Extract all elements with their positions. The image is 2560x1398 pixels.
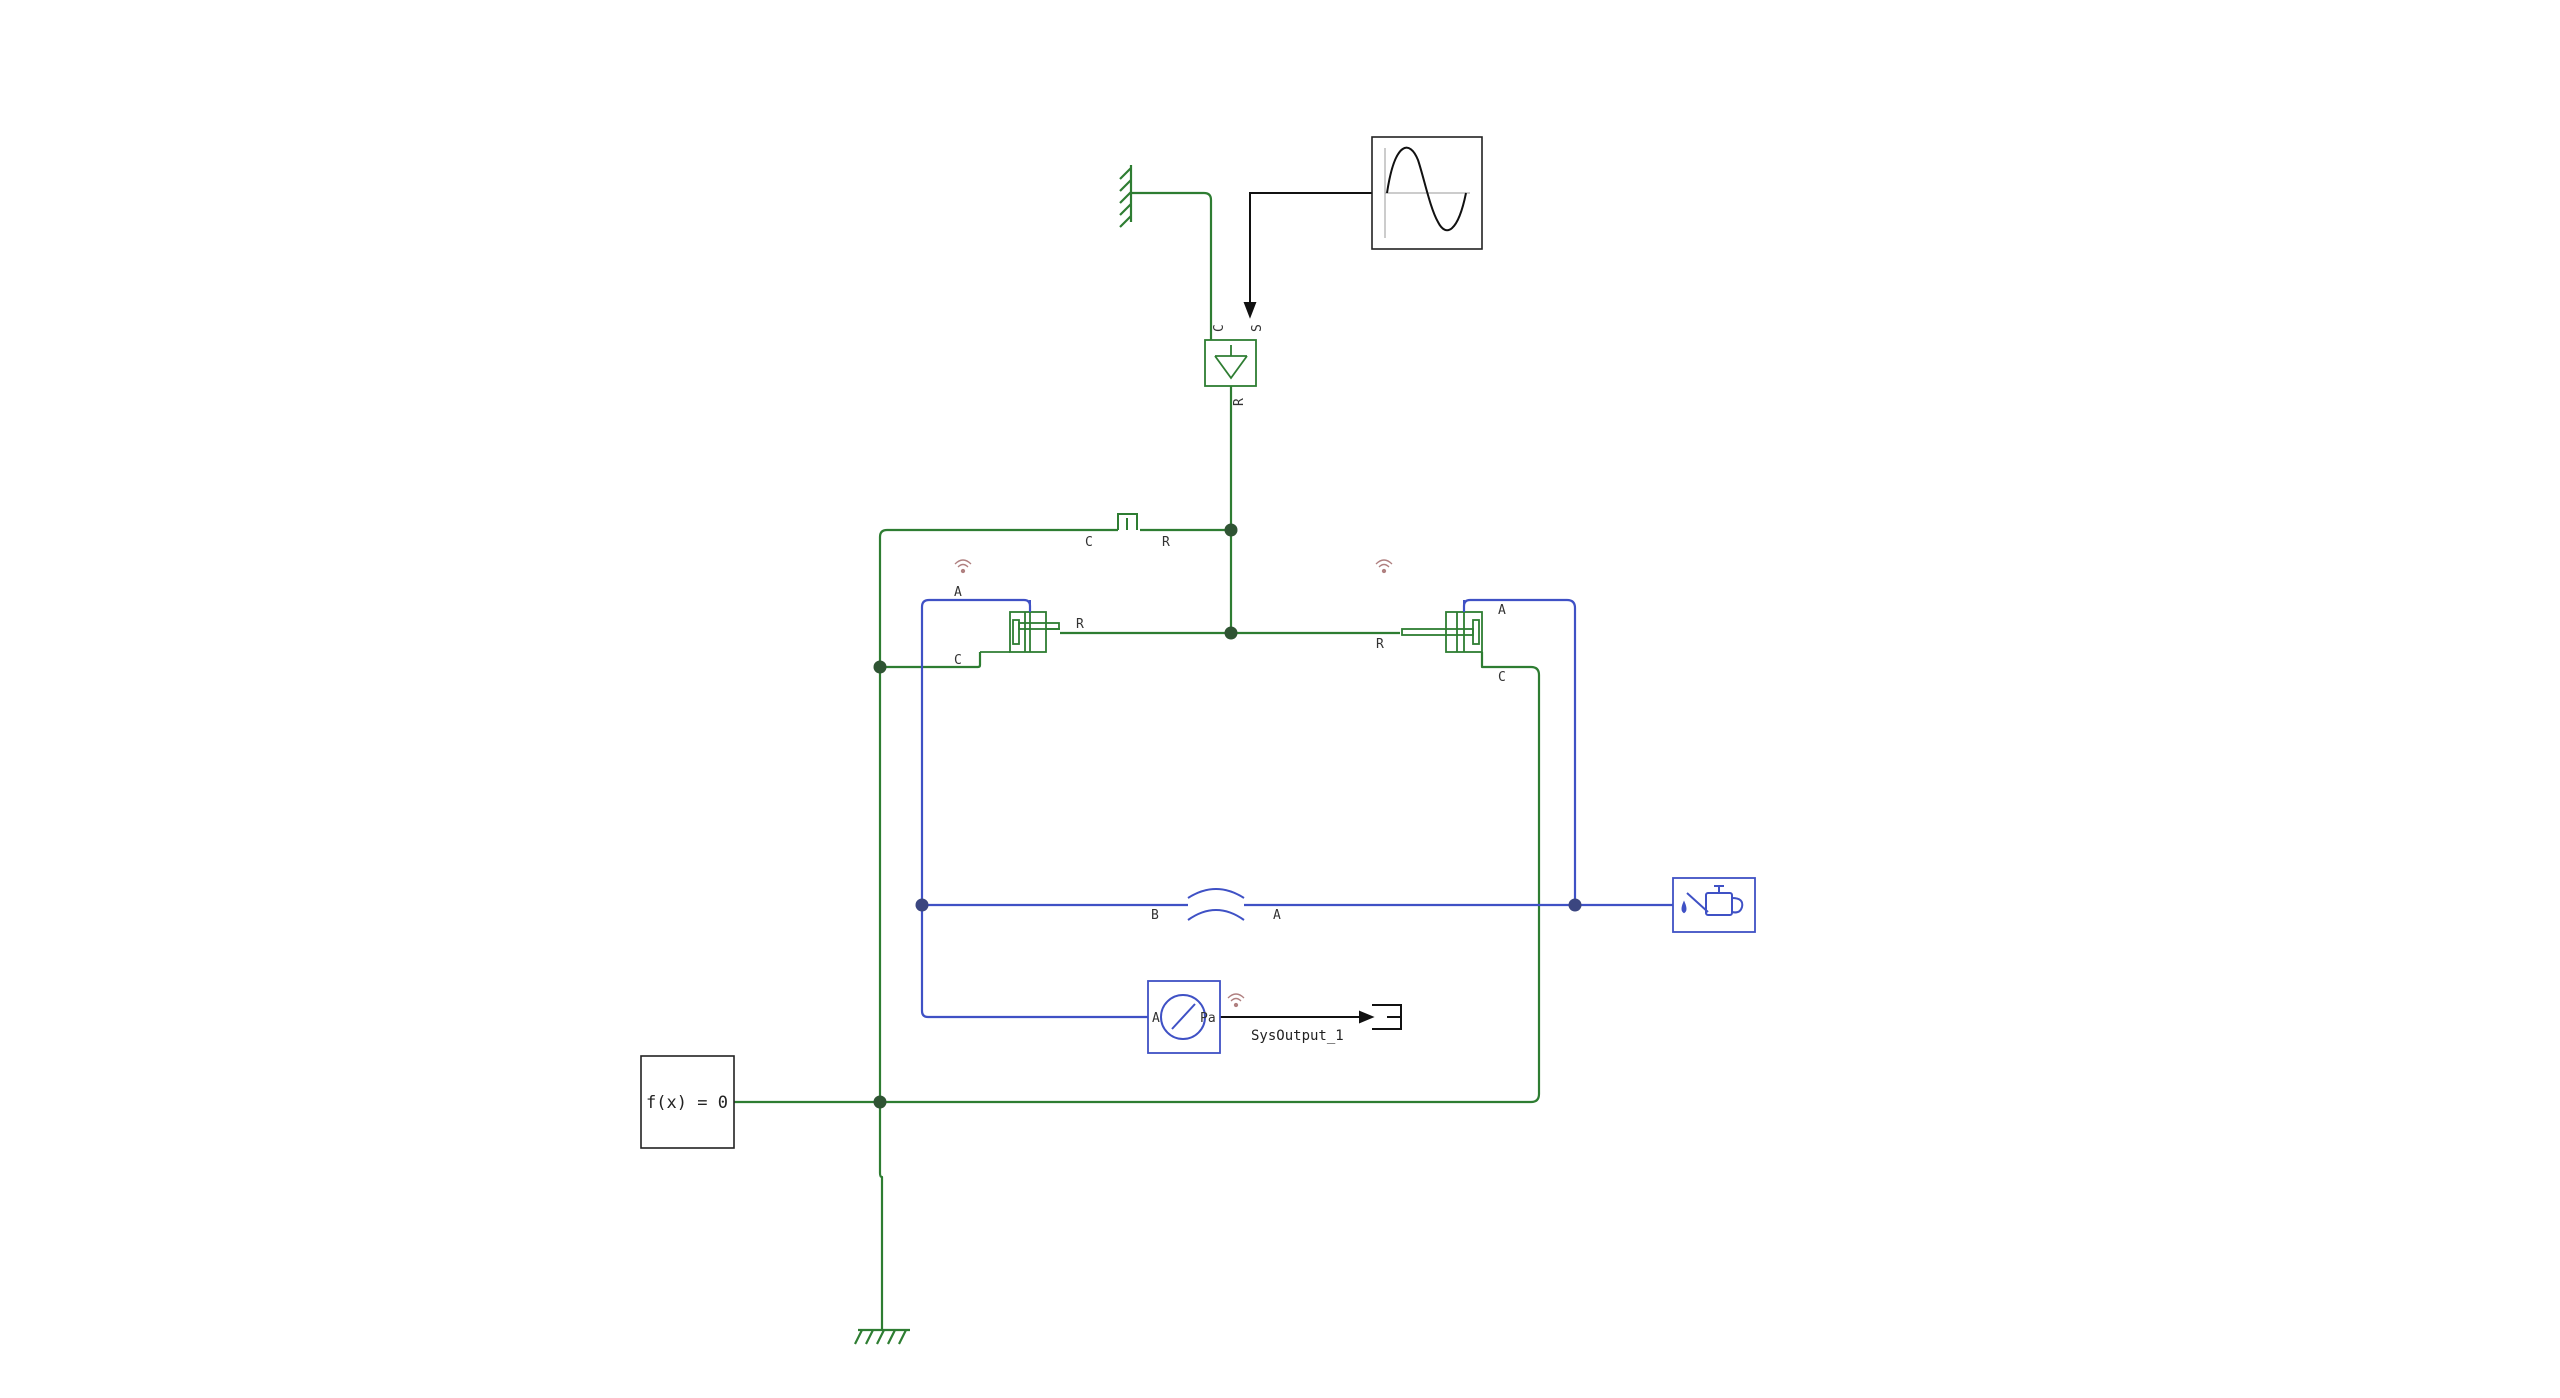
wire-to-pressure-sensor[interactable] — [920, 905, 1148, 1019]
junction-top[interactable] — [1224, 523, 1238, 537]
cylinder-right-port-r: R — [1376, 637, 1384, 652]
mechanical-connections — [734, 191, 1541, 1330]
cylinder-left-block[interactable] — [979, 611, 1060, 660]
cylinder-right-block[interactable] — [1401, 611, 1483, 660]
arrow-output — [1359, 1010, 1375, 1024]
mechanical-wall-ground-top[interactable] — [1119, 165, 1133, 228]
wire-junction-to-ground[interactable] — [878, 1102, 884, 1330]
hard-stop-block[interactable]: C R — [1085, 513, 1170, 550]
signal-connections — [1220, 192, 1375, 1024]
wire-left-cyl-c[interactable] — [880, 652, 982, 669]
position-source-port-c: C — [1212, 324, 1227, 332]
sine-wave-icon — [1384, 146, 1470, 238]
orifice-block[interactable] — [1187, 888, 1245, 921]
junction-solver[interactable] — [873, 1095, 887, 1109]
junction-left-c[interactable] — [873, 660, 887, 674]
wire-right-cyl-c[interactable] — [880, 652, 1541, 1104]
hard-stop-port-c: C — [1085, 535, 1093, 550]
arrow-source-s — [1243, 302, 1257, 319]
junction-rods[interactable] — [1224, 626, 1238, 640]
pressure-sensor-port-a: A — [1152, 1011, 1160, 1026]
probe-icon-pressure-sensor[interactable] — [1227, 993, 1245, 1008]
junctions — [873, 523, 1582, 1109]
cylinder-right-port-a: A — [1498, 603, 1506, 618]
cylinder-left-port-a: A — [954, 585, 962, 600]
cylinder-left-port-r: R — [1076, 617, 1084, 632]
wire-ground-to-source-c[interactable] — [1131, 191, 1213, 340]
output-port-block[interactable] — [1372, 1004, 1402, 1030]
position-source-block[interactable]: C S R — [1204, 324, 1265, 406]
wire-sine-to-source-s[interactable] — [1249, 192, 1372, 310]
position-source-port-s: S — [1250, 324, 1265, 332]
probe-icon-left-cylinder[interactable] — [954, 559, 972, 574]
sine-wave-block[interactable] — [1371, 136, 1483, 250]
probe-icon-right-cylinder[interactable] — [1375, 559, 1393, 574]
hydraulic-connections — [920, 598, 1673, 1019]
pressure-sensor-block[interactable]: A Pa — [1147, 980, 1221, 1054]
hydraulic-fluid-block[interactable] — [1672, 877, 1756, 933]
cylinder-left-port-c: C — [954, 653, 962, 668]
wire-hardstop-c[interactable] — [878, 528, 1118, 667]
output-label: SysOutput_1 — [1251, 1028, 1344, 1044]
junction-hyd-right[interactable] — [1568, 898, 1582, 912]
orifice-port-b: B — [1151, 908, 1159, 923]
cylinder-right-port-c: C — [1498, 670, 1506, 685]
hard-stop-port-r: R — [1162, 535, 1170, 550]
junction-hyd-left[interactable] — [915, 898, 929, 912]
position-source-port-r: R — [1232, 398, 1247, 406]
solver-configuration-block[interactable]: f(x) = 0 — [640, 1055, 735, 1149]
gauge-icon — [1160, 994, 1206, 1040]
triangle-down-icon — [1214, 345, 1248, 380]
solver-configuration-label: f(x) = 0 — [646, 1093, 728, 1113]
pressure-sensor-port-pa: Pa — [1200, 1011, 1216, 1026]
orifice-port-a: A — [1273, 908, 1281, 923]
oil-can-icon — [1681, 885, 1744, 916]
mechanical-reference-ground[interactable] — [854, 1328, 910, 1345]
